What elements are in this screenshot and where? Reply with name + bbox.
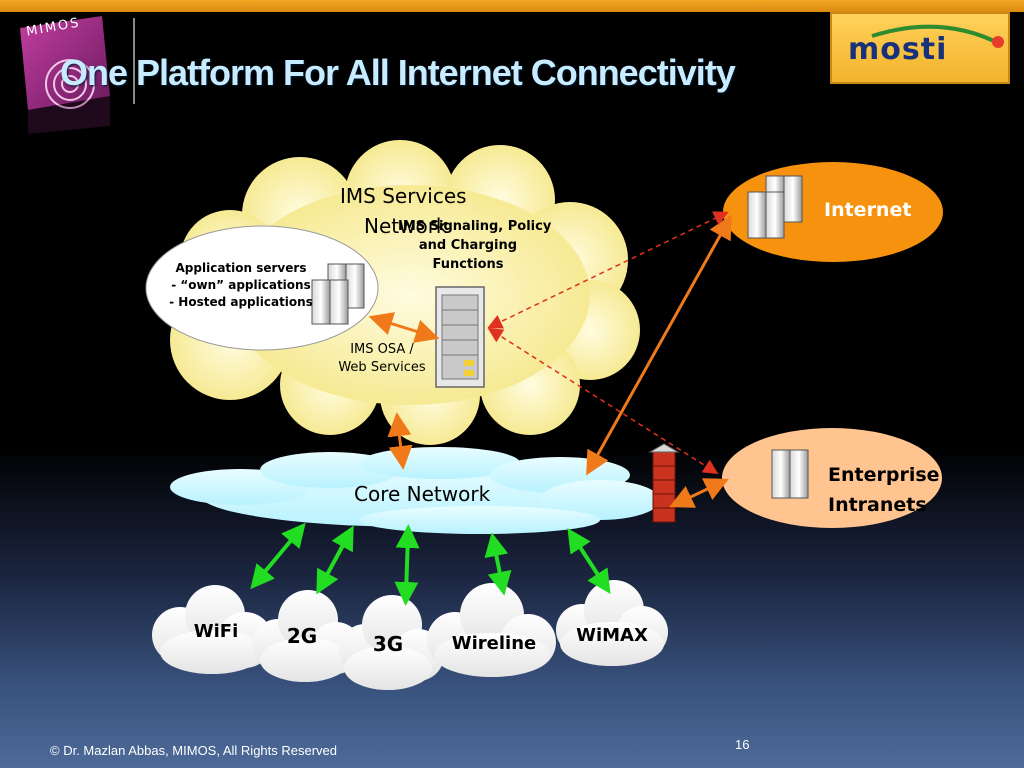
firewall-to-enterprise-arrow: [669, 478, 729, 508]
wireline-label: Wireline: [451, 633, 537, 654]
internet-label: Internet: [824, 199, 912, 221]
ims-to-core-arrow: [387, 412, 413, 470]
top-accent-bar: [0, 0, 1024, 12]
enterprise-label-line2: Intranets: [828, 494, 927, 516]
slide-title: One Platform For All Internet Connectivi…: [60, 52, 736, 93]
ims-cloud-title-line1: IMS Services: [340, 184, 467, 208]
wireline-cloud: [427, 583, 556, 677]
core-network-label: Core Network: [354, 482, 491, 506]
page-number: 16: [735, 737, 750, 752]
2g-cloud: [252, 590, 362, 682]
3g-label: 3G: [372, 632, 404, 656]
2g-label: 2G: [286, 624, 318, 648]
title-divider: [133, 18, 135, 104]
wimax-label: WiMAX: [576, 625, 648, 646]
ims-signaling-line1: IMS Signaling, Policy: [398, 219, 552, 234]
ims-signaling-line3: Functions: [432, 257, 504, 272]
ims-signaling-line2: and Charging: [418, 238, 518, 253]
ims-server-rack-icon: [435, 286, 485, 388]
wifi-cloud: [152, 585, 273, 674]
mosti-logo-text: mosti: [848, 32, 948, 67]
enterprise-label-line1: Enterprise: [828, 464, 940, 486]
ims-osa-line2: Web Services: [338, 360, 426, 375]
ims-to-internet-dashed-arrow: [487, 211, 729, 329]
footer-copyright: © Dr. Mazlan Abbas, MIMOS, All Rights Re…: [50, 743, 338, 758]
app-servers-line1: Application servers: [175, 261, 307, 275]
core-to-wireline-arrow: [484, 532, 512, 596]
core-to-2g-arrow: [316, 525, 354, 595]
core-to-wifi-arrow: [250, 522, 306, 590]
mosti-logo: mosti: [830, 12, 1010, 84]
app-servers-line3: - Hosted applications: [169, 295, 313, 309]
ims-to-enterprise-dashed-arrow: [487, 327, 719, 475]
core-to-wimax-arrow: [567, 527, 611, 595]
mimos-logo: [20, 16, 110, 134]
mosti-swoosh-icon: [871, 24, 1004, 48]
firewall-icon: [648, 443, 680, 523]
core-network-cloud: [170, 447, 660, 534]
app-server-icon: [311, 263, 365, 325]
enterprise-server-icon: [771, 449, 809, 499]
wimax-cloud: [556, 580, 668, 666]
app-servers-line2: - “own” applications: [171, 278, 311, 292]
app-to-osa-arrow: [368, 312, 440, 343]
core-to-3g-arrow: [394, 524, 420, 606]
wifi-label: WiFi: [193, 621, 239, 642]
ims-cloud-title-line2: Network: [364, 214, 448, 238]
ims-osa-line1: IMS OSA /: [350, 342, 414, 357]
internet-server-icon: [747, 175, 803, 239]
